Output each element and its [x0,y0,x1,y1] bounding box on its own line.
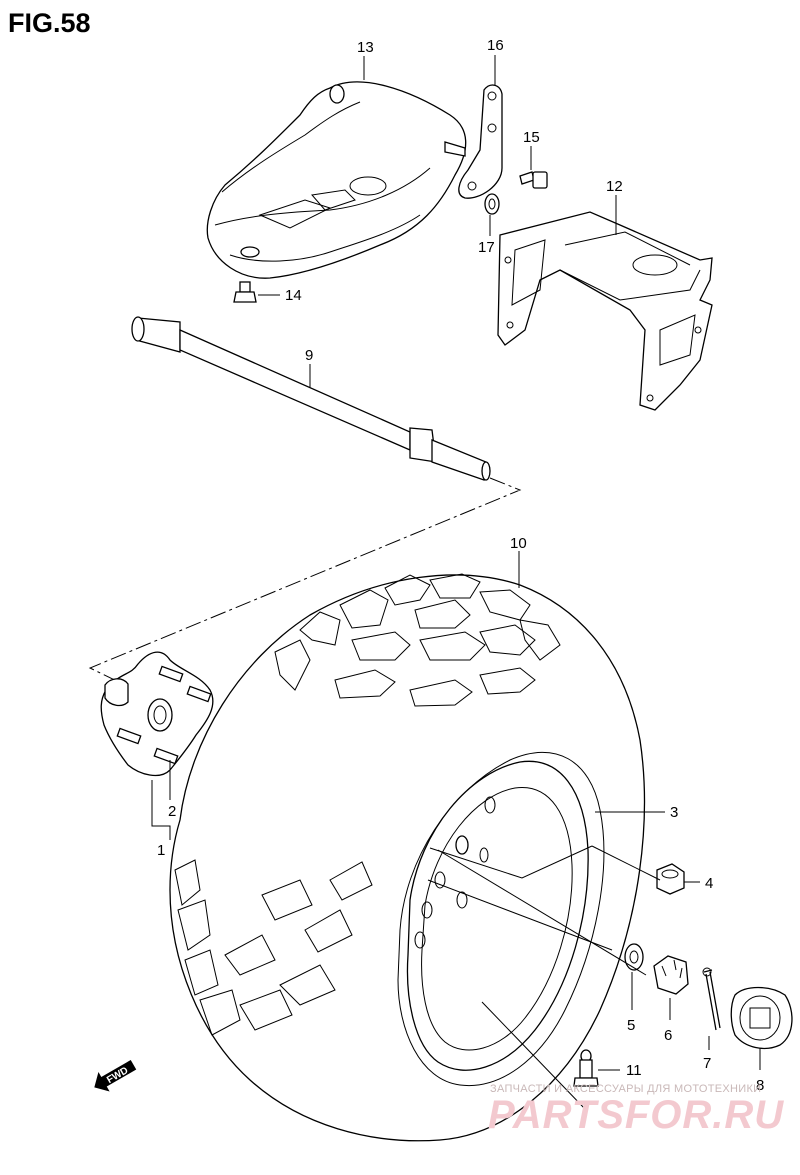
callout-5: 5 [627,1017,635,1034]
callout-12: 12 [606,178,623,195]
part-11-valve [573,1049,599,1087]
watermark: ЗАПЧАСТИ И АКСЕССУАРЫ ДЛЯ МОТОТЕХНИКИ PA… [488,1083,784,1137]
axis-centerline [88,477,522,703]
part-12-frame-bracket [497,211,713,411]
fwd-arrow-icon [94,1059,137,1092]
callout-4: 4 [705,875,713,892]
part-8-hub-cap [730,986,793,1049]
part-14-bolt [233,281,257,303]
callout-labels: 13 16 15 12 17 14 9 10 2 1 3 4 5 6 7 8 1… [157,37,764,1094]
callout-16: 16 [487,37,504,54]
figure-title: FIG.58 [8,8,91,38]
callout-11: 11 [626,1062,642,1079]
part-15-bolt [519,171,548,189]
watermark-logo: PARTSFOR.RU [488,1093,784,1137]
watermark-tagline: ЗАПЧАСТИ И АКСЕССУАРЫ ДЛЯ МОТОТЕХНИКИ [490,1083,761,1095]
callout-7: 7 [703,1055,711,1072]
callout-9: 9 [305,347,313,364]
callout-15: 15 [523,129,540,146]
callout-8: 8 [756,1077,764,1094]
part-3-rim [406,760,589,1071]
part-13-cover [206,81,467,279]
part-17-washer [484,193,500,215]
callout-10: 10 [510,535,527,552]
callout-13: 13 [357,39,374,56]
part-7-cotter-pin [702,967,721,1031]
part-1-hub [100,651,214,777]
part-16-bracket [458,84,503,199]
fwd-badge: FWD [94,1059,137,1092]
part-6-castle-nut [653,955,689,995]
leader-lines [151,55,761,1111]
callout-1: 1 [157,842,165,859]
part-5-washer [624,943,644,971]
callout-14: 14 [285,287,302,304]
callout-2: 2 [168,803,176,820]
callout-6: 6 [664,1027,672,1044]
part-9-drive-shaft [131,316,491,481]
callout-17: 17 [478,239,495,256]
part-4-nut [656,863,685,895]
callout-3: 3 [670,804,678,821]
part-2-wheel-studs [116,665,212,765]
fwd-label: FWD [105,1065,130,1086]
